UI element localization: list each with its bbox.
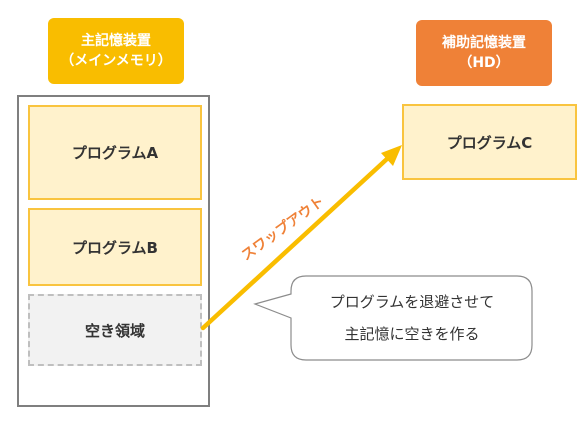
aux-storage-subtitle: （HD） bbox=[458, 55, 510, 71]
callout-line-1: プログラムを退避させて bbox=[329, 293, 495, 311]
aux-storage-badge: 補助記憶装置 （HD） bbox=[416, 20, 552, 86]
swap-out-arrow-head bbox=[381, 145, 402, 166]
callout-line-2: 主記憶に空きを作る bbox=[344, 325, 480, 343]
program-c-block: プログラムC bbox=[402, 104, 577, 180]
program-b-block: プログラムB bbox=[28, 208, 202, 286]
callout-text: プログラムを退避させて 主記憶に空きを作る bbox=[292, 277, 532, 359]
program-a-block: プログラムA bbox=[28, 105, 202, 200]
main-memory-title: 主記憶装置 bbox=[81, 33, 151, 49]
main-memory-subtitle: （メインメモリ） bbox=[60, 53, 172, 69]
aux-storage-title: 補助記憶装置 bbox=[442, 35, 526, 51]
main-memory-badge: 主記憶装置 （メインメモリ） bbox=[48, 18, 184, 84]
free-area-block: 空き領域 bbox=[28, 294, 202, 366]
swap-out-label: スワップアウト bbox=[238, 193, 328, 265]
